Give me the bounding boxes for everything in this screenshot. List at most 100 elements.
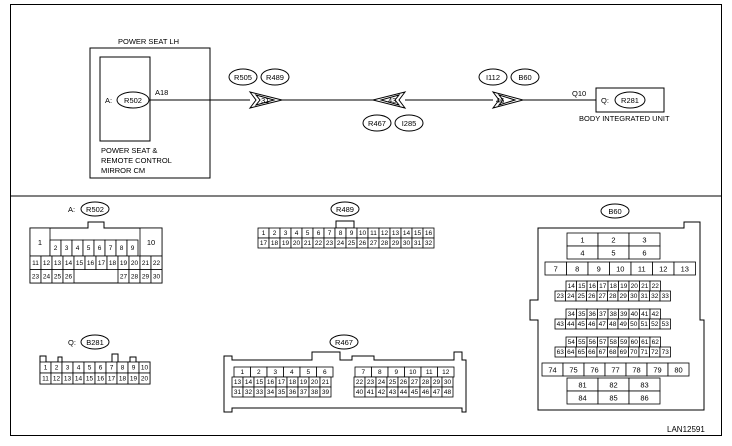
pin-number: 6 <box>99 365 103 372</box>
connector-key <box>335 220 355 229</box>
pin-number: 77 <box>611 366 619 375</box>
pin-cell <box>62 269 75 284</box>
splice-arrow-shape <box>248 91 283 109</box>
splice-arrow-inner <box>379 94 401 106</box>
connector-prefix: A: <box>68 205 75 214</box>
pin-number: 86 <box>640 394 648 403</box>
pin-number: 10 <box>409 369 417 376</box>
pin-number: 18 <box>289 379 297 386</box>
pin-number: 1 <box>38 238 42 247</box>
splice-tag: I112 <box>486 73 500 82</box>
pin-number: 5 <box>611 249 615 258</box>
splice-tag: R467 <box>368 119 386 128</box>
pin-number: 14 <box>65 260 73 267</box>
pin-number: 80 <box>674 366 682 375</box>
connector-id: R489 <box>336 205 354 214</box>
pin-number: 36 <box>589 311 597 318</box>
connector-tag-oval <box>510 68 540 86</box>
pin-number: 20 <box>631 283 639 290</box>
pin-number: 65 <box>578 349 586 356</box>
pin-number: 12 <box>43 260 51 267</box>
pin-cell <box>150 269 163 284</box>
splice-connector-46: 46 I112 B60 <box>478 68 540 109</box>
splice-pin-label: 31 <box>261 96 269 105</box>
splice-arrow-inner <box>254 94 276 106</box>
body-unit-connector-id: R281 <box>621 96 639 105</box>
pin-cell <box>667 362 690 377</box>
connector-tag-oval <box>614 91 646 109</box>
pin-number: 53 <box>662 321 670 328</box>
pin-number: 7 <box>554 265 558 274</box>
pin-number: 5 <box>306 230 310 237</box>
pin-number: 64 <box>567 349 575 356</box>
pin-number: 60 <box>631 339 639 346</box>
pin-cell <box>138 372 151 385</box>
pin-number: 48 <box>609 321 617 328</box>
pin-number: 12 <box>381 230 389 237</box>
pin-number: 47 <box>599 321 607 328</box>
pin-number: 41 <box>641 311 649 318</box>
pin-number: 31 <box>414 240 422 247</box>
pin-number: 4 <box>77 365 81 372</box>
splice-arrow-inner <box>497 94 517 106</box>
diagram-frame <box>10 4 722 436</box>
pin-number: 29 <box>433 379 441 386</box>
pin-number: 61 <box>641 339 649 346</box>
pin-number: 11 <box>638 265 646 274</box>
pin-number: 75 <box>569 366 577 375</box>
pin-number: 3 <box>284 230 288 237</box>
pin-number: 11 <box>370 230 377 237</box>
pin-number: 10 <box>141 365 149 372</box>
pin-number: 42 <box>652 311 660 318</box>
connector-id: B281 <box>86 338 104 347</box>
pin-number: 4 <box>290 369 294 376</box>
pin-cell <box>441 386 454 398</box>
pin-number: 38 <box>610 311 618 318</box>
pin-cell <box>628 390 661 405</box>
pin-number: 17 <box>108 376 116 383</box>
power-seat-connector-prefix: A: <box>105 96 112 105</box>
pin-number: 4 <box>76 245 80 252</box>
pin-number: 13 <box>64 376 72 383</box>
pin-number: 24 <box>337 240 345 247</box>
pin-number: 22 <box>652 283 660 290</box>
connector-tag-oval <box>362 114 392 132</box>
pin-number: 22 <box>153 260 161 267</box>
splice-arrow-shape <box>491 91 525 109</box>
pin-number: 32 <box>651 293 659 300</box>
pin-number: 29 <box>142 273 150 280</box>
pin-number: 32 <box>425 240 433 247</box>
pin-cell <box>659 318 671 330</box>
pin-number: 18 <box>109 260 117 267</box>
pin-number: 23 <box>32 273 40 280</box>
pin-number: 11 <box>42 376 49 383</box>
pin-number: 41 <box>367 389 375 396</box>
pin-number: 9 <box>394 369 398 376</box>
pin-number: 5 <box>88 365 92 372</box>
pin-number: 24 <box>43 273 51 280</box>
pin-number: 14 <box>245 379 253 386</box>
pin-number: 9 <box>131 245 135 252</box>
pin-number: 1 <box>262 230 266 237</box>
splice-connector-31: 31 R505 R489 <box>228 68 290 109</box>
pin-number: 8 <box>339 230 343 237</box>
pin-number: 69 <box>620 349 628 356</box>
power-seat-connector-id: R502 <box>124 96 142 105</box>
pin-number: 29 <box>620 293 628 300</box>
pin-number: 22 <box>315 240 323 247</box>
power-seat-module: POWER SEAT LH A: R502 A18 POWER SEAT & R… <box>89 37 211 179</box>
pin-number: 33 <box>662 293 670 300</box>
splice-tag: I285 <box>402 119 417 128</box>
pin-number: 28 <box>131 273 139 280</box>
pin-number: 16 <box>425 230 433 237</box>
pin-number: 30 <box>630 293 638 300</box>
pin-number: 27 <box>411 379 419 386</box>
pin-cell <box>422 237 435 249</box>
pin-number: 17 <box>278 379 286 386</box>
pin-number: 54 <box>568 339 576 346</box>
pin-number: 19 <box>282 240 290 247</box>
pin-number: 25 <box>578 293 586 300</box>
power-seat-desc-line1: POWER SEAT & <box>101 146 157 155</box>
